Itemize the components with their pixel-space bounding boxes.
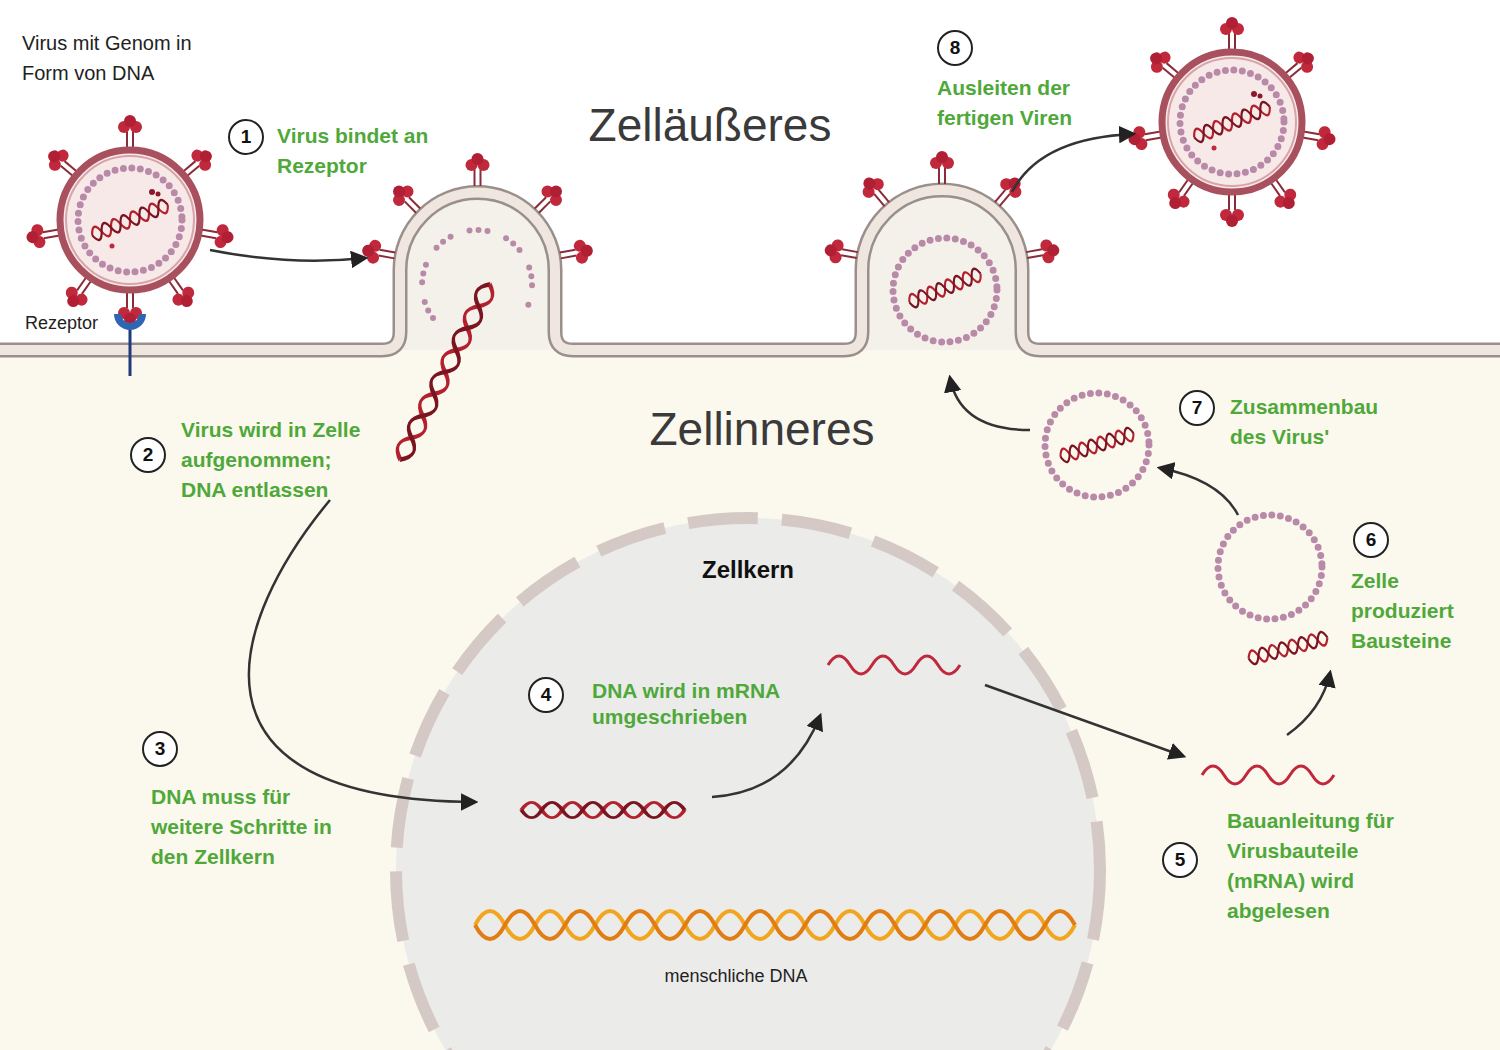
callout-number: 3 bbox=[142, 731, 178, 767]
caption-text: menschliche DNA bbox=[606, 966, 866, 988]
region-title: Zellinneres bbox=[552, 402, 972, 457]
callout-number: 8 bbox=[937, 30, 973, 66]
callout-number: 4 bbox=[528, 677, 564, 713]
step-text: DNA muss für weitere Schritte in den Zel… bbox=[151, 782, 366, 872]
process-arrow bbox=[210, 134, 1330, 802]
mrna-strand bbox=[1202, 766, 1334, 784]
nucleus-title: Zellkern bbox=[648, 556, 848, 585]
virus-particle bbox=[25, 115, 236, 325]
step-text: Zelle produziert Bausteine bbox=[1351, 566, 1476, 656]
step-text: Ausleiten der fertigen Viren bbox=[937, 73, 1102, 133]
step-text: Virus wird in Zelle aufgenommen; DNA ent… bbox=[181, 415, 376, 505]
entering-virus bbox=[360, 153, 595, 463]
step-text: DNA wird in mRNA umgeschrieben bbox=[592, 678, 807, 730]
annotation-text: Virus mit Genom in Form von DNA bbox=[22, 28, 232, 88]
callout-number: 6 bbox=[1353, 522, 1389, 558]
callout-number: 2 bbox=[130, 437, 166, 473]
callout-number: 7 bbox=[1179, 390, 1215, 426]
step-text: Virus bindet an Rezeptor bbox=[277, 121, 452, 181]
mrna-strand bbox=[828, 656, 960, 674]
human-dna bbox=[475, 911, 1075, 939]
part-label: Rezeptor bbox=[25, 311, 145, 335]
callout-number: 1 bbox=[228, 119, 264, 155]
virus-particle bbox=[1127, 17, 1338, 227]
callout-number: 5 bbox=[1162, 842, 1198, 878]
nucleus-envelope bbox=[396, 518, 1100, 1050]
budding-virus bbox=[823, 151, 1062, 342]
virus-parts bbox=[1218, 515, 1329, 665]
step-text: Bauanleitung für Virusbauteile (mRNA) wi… bbox=[1227, 806, 1422, 926]
nucleus-circle: Zellkern menschliche DNA bbox=[388, 510, 1108, 1050]
assembled-capsid bbox=[1045, 393, 1149, 497]
step-text: Zusammenbau des Virus' bbox=[1230, 392, 1395, 452]
viral-dna bbox=[521, 802, 684, 817]
receptor-symbol bbox=[114, 314, 146, 376]
cell-membrane bbox=[0, 190, 1500, 350]
region-title: Zelläußeres bbox=[500, 98, 920, 153]
